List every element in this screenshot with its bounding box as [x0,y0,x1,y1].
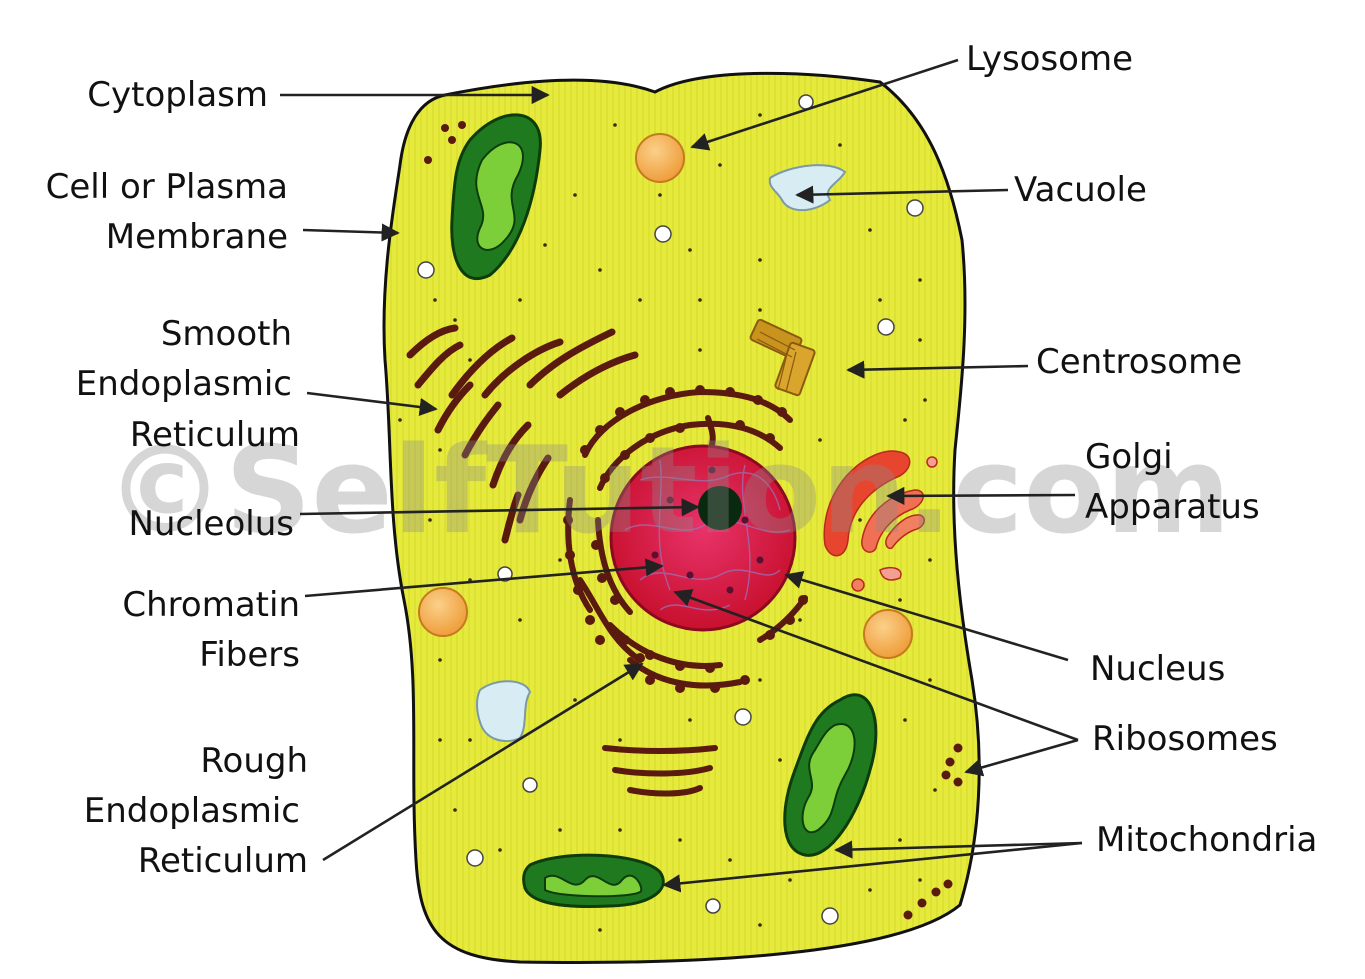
label-cytoplasm: Cytoplasm [87,75,268,115]
label-rough-er-line1: Rough [200,741,308,781]
leader-nucleus [784,571,1069,662]
label-membrane-line1: Cell or Plasma [46,167,288,207]
label-centrosome: Centrosome [1036,342,1242,382]
label-rough-er-line2: Endoplasmic [84,791,300,831]
leader-mitochondria-2 [662,841,1083,893]
leader-ribosomes-1 [673,589,1079,742]
ribosome-clusters [424,121,963,920]
leader-smooth-er [306,391,438,417]
label-smooth-er-line1: Smooth [161,314,292,354]
leader-ribosomes-2 [964,738,1079,777]
label-membrane-line2: Membrane [106,217,288,257]
mitochondrion-right [783,693,878,857]
leader-lines [280,58,1083,893]
leader-nucleolus [299,498,700,517]
lysosome-left [418,587,468,637]
label-golgi-line2: Apparatus [1085,487,1260,527]
smooth-er [406,324,639,544]
leader-membrane [302,223,400,242]
label-golgi-line1: Golgi [1085,437,1173,477]
leader-golgi [886,486,1076,506]
label-nucleus: Nucleus [1090,649,1225,689]
label-chromatin-line1: Chromatin [122,585,300,625]
leader-lysosome [690,58,959,151]
vacuole-bottom [476,680,532,742]
mitochondrion-bottom [522,853,665,909]
golgi-apparatus [823,450,938,592]
golgi-stack-bottom [602,745,718,797]
label-mitochondria: Mitochondria [1096,820,1317,860]
label-smooth-er-line3: Reticulum [130,415,300,455]
rough-er-ribosomes [563,385,808,693]
label-ribosomes: Ribosomes [1092,719,1278,759]
leader-centrosome [846,360,1029,379]
label-rough-er-line3: Reticulum [138,841,308,881]
nucleolus [698,486,742,530]
lysosome-top [635,133,685,183]
label-nucleolus: Nucleolus [128,504,294,544]
watermark: ©SelfTution.com [105,422,1231,561]
nucleus-granules [651,466,764,594]
label-chromatin-line2: Fibers [199,635,300,675]
centrosome [749,318,816,397]
label-lysosome: Lysosome [966,39,1133,79]
lysosome-right [863,609,913,659]
leader-chromatin [304,558,664,598]
label-smooth-er-line2: Endoplasmic [76,364,292,404]
leader-mitochondria-1 [834,840,1083,859]
leader-rough-er [322,662,644,862]
leader-vacuole [795,185,1009,204]
mitochondrion-top [450,113,542,281]
vesicles [417,94,924,925]
label-vacuole: Vacuole [1014,170,1147,210]
